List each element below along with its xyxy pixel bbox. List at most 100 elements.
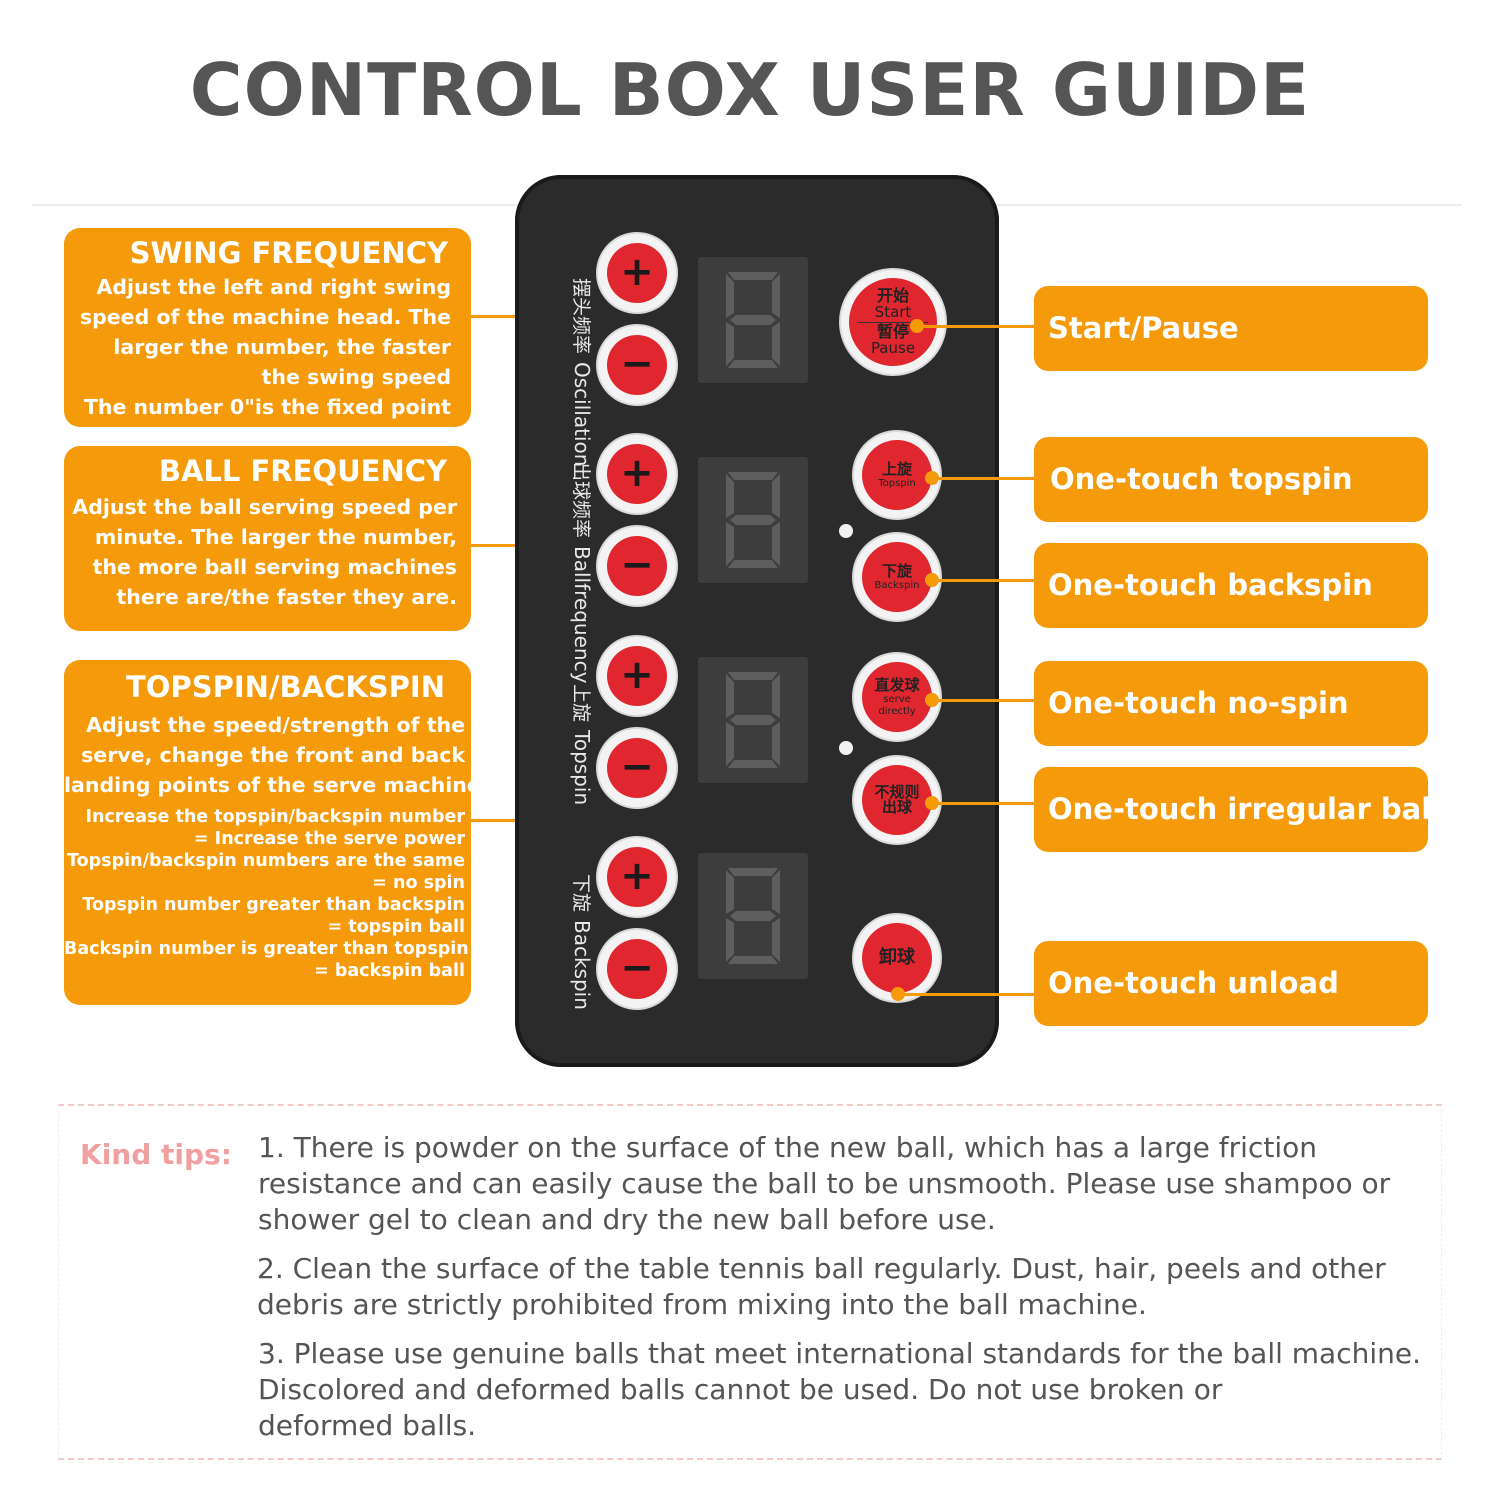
minus-icon: − (620, 542, 654, 588)
tip-line: deformed balls. (258, 1409, 477, 1442)
seven-segment-digit (726, 868, 780, 964)
irregular-button-zh: 不规则 (874, 783, 920, 801)
backspin-button-en: Backspin (874, 579, 920, 591)
topspin-minus-button[interactable]: − (598, 729, 676, 807)
connector-topspin (932, 477, 1034, 480)
tip-line: shower gel to clean and dry the new ball… (258, 1203, 996, 1236)
topspin-button-zh: 上旋 (881, 459, 912, 478)
connector-irregular (932, 802, 1034, 805)
topspin-backspin-heading: TOPSPIN/BACKSPIN (126, 670, 445, 704)
minus-icon: − (620, 945, 654, 991)
unload-button-zh: 卸球 (879, 947, 915, 968)
start-pause-button[interactable]: 开始 Start 暂停 Pause (841, 270, 945, 374)
topspin-label: 上旋 Topspin (569, 684, 596, 805)
oscillation-minus-button[interactable]: − (598, 326, 676, 404)
no-spin-button-en: directly (878, 705, 916, 717)
backspin-label-en: Backspin (570, 920, 594, 1010)
backspin-plus-button[interactable]: + (598, 838, 676, 916)
label-backspin: One-touch backspin (1034, 543, 1428, 628)
swing-line: the swing speed (261, 365, 451, 389)
oscillation-display (698, 257, 808, 383)
seven-segment-digit (726, 672, 780, 768)
spin-rule: Backspin number is greater than topspin (64, 939, 469, 959)
ballfrequency-label-en: Ballfrequency (570, 546, 594, 684)
kind-tips-label: Kind tips: (80, 1138, 232, 1171)
minus-icon: − (620, 744, 654, 790)
tip-line: resistance and can easily cause the ball… (258, 1167, 1391, 1200)
oscillation-plus-button[interactable]: + (598, 234, 676, 312)
pause-en: Pause (870, 338, 916, 357)
ballfrequency-label: 出球频率 Ballfrequency (569, 462, 596, 683)
page-title: CONTROL BOX USER GUIDE (189, 48, 1311, 132)
no-spin-button-zh: 直发球 (874, 675, 920, 694)
pause-zh: 暂停 (876, 321, 909, 341)
backspin-label: 下旋 Backspin (569, 874, 596, 1010)
swing-line: Adjust the left and right swing (96, 275, 451, 299)
topspin-plus-button[interactable]: + (598, 637, 676, 715)
connector-swing (471, 315, 549, 318)
ball-frequency-box: BALL FREQUENCY Adjust the ball serving s… (64, 446, 471, 631)
spin-rule: = backspin ball (314, 961, 465, 981)
plus-icon: + (620, 652, 654, 698)
tip-line: 2. Clean the surface of the table tennis… (257, 1252, 1386, 1285)
connector-spin (471, 819, 549, 822)
no-spin-button-en: serve (883, 693, 911, 705)
irregular-button-zh: 出球 (881, 798, 912, 816)
spin-line: landing points of the serve machine (64, 773, 481, 797)
unload-button[interactable]: 卸球 (854, 915, 940, 1001)
backspin-display (698, 853, 808, 979)
label-no-spin: One-touch no-spin (1034, 661, 1428, 746)
oscillation-label-en: Oscillation (570, 362, 594, 467)
plus-icon: + (620, 853, 654, 899)
ball-frequency-text: Adjust the ball serving speed per minute… (64, 492, 457, 612)
label-unload: One-touch unload (1034, 941, 1428, 1026)
backspin-button-zh: 下旋 (881, 561, 912, 580)
start-pause-divider (857, 321, 929, 323)
seven-segment-digit (726, 272, 780, 368)
ball-line: Adjust the ball serving speed per (72, 495, 457, 519)
oscillation-label: 摆头频率Oscillation (569, 278, 596, 466)
swing-frequency-text: Adjust the left and right swing speed of… (64, 272, 451, 422)
spin-line: serve, change the front and back (81, 743, 465, 767)
spin-rule: Topspin/backspin numbers are the same (67, 851, 465, 871)
start-en: Start (874, 302, 912, 321)
label-topspin: One-touch topspin (1034, 437, 1428, 522)
connector-backspin (932, 579, 1034, 582)
topspin-backspin-rules: Increase the topspin/backspin number = I… (64, 806, 469, 982)
tip-line: 1. There is powder on the surface of the… (258, 1131, 1317, 1164)
swing-line: larger the number, the faster (113, 335, 451, 359)
swing-line: speed of the machine head. The (79, 305, 451, 329)
tip-2: 2. Clean the surface of the table tennis… (257, 1251, 1437, 1323)
plus-icon: + (620, 249, 654, 295)
label-start-pause: Start/Pause (1034, 286, 1428, 371)
ballfrequency-minus-button[interactable]: − (598, 527, 676, 605)
backspin-label-zh: 下旋 (570, 874, 592, 913)
ballfrequency-plus-button[interactable]: + (598, 435, 676, 513)
label-irregular-ball: One-touch irregular ball (1034, 767, 1441, 852)
connector-ball (471, 544, 549, 547)
topspin-label-en: Topspin (570, 730, 594, 806)
topspin-button-en: Topspin (878, 477, 916, 489)
ball-line: there are/the faster they are. (116, 585, 457, 609)
spin-rule: Topspin number greater than backspin (82, 895, 465, 915)
backspin-minus-button[interactable]: − (598, 930, 676, 1008)
topspin-label-zh: 上旋 (570, 684, 592, 723)
topspin-display (698, 657, 808, 783)
connector-start (917, 325, 1034, 328)
tip-line: debris are strictly prohibited from mixi… (257, 1288, 1147, 1321)
spin-rule: = topspin ball (327, 917, 466, 937)
tip-line: Discolored and deformed balls cannot be … (258, 1373, 1223, 1406)
minus-icon: − (620, 341, 654, 387)
connector-unload (898, 993, 1034, 996)
tip-line: 3. Please use genuine balls that meet in… (258, 1337, 1422, 1370)
spin-rule: Increase the topspin/backspin number (85, 807, 465, 827)
ballfrequency-label-zh: 出球频率 (570, 462, 592, 539)
indicator-led (839, 741, 853, 755)
ball-frequency-heading: BALL FREQUENCY (158, 454, 447, 488)
plus-icon: + (620, 450, 654, 496)
indicator-led (839, 524, 853, 538)
ball-line: the more ball serving machines (92, 555, 457, 579)
topspin-backspin-box: TOPSPIN/BACKSPIN Adjust the speed/streng… (64, 660, 481, 1005)
spin-rule: = Increase the serve power (193, 829, 465, 849)
swing-frequency-box: SWING FREQUENCY Adjust the left and righ… (64, 228, 471, 427)
